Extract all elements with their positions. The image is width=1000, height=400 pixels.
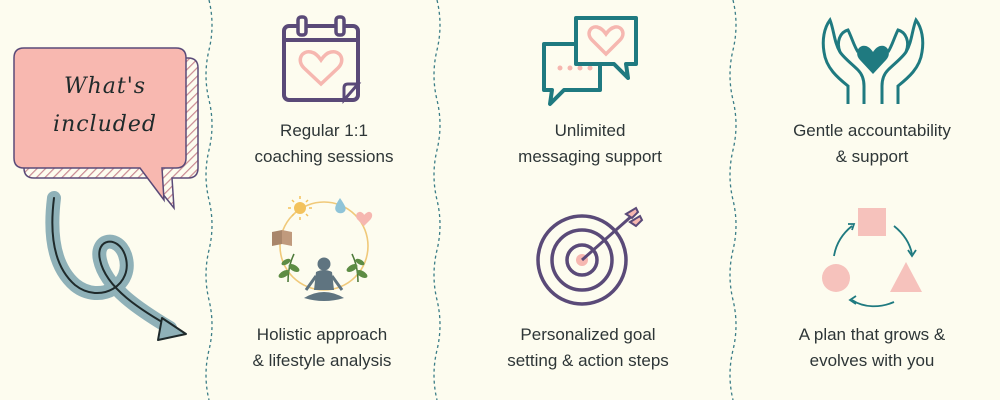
feature-caption-goal-setting: Personalized goal setting & action steps — [507, 325, 669, 370]
wavy-divider-3 — [729, 0, 737, 400]
target-arrow-icon — [536, 206, 644, 306]
curly-arrow-icon — [40, 190, 210, 360]
shapes-cycle-icon — [822, 208, 922, 308]
chat-bubbles-heart-icon — [542, 16, 638, 106]
feature-caption-plan: A plan that grows & evolves with you — [798, 325, 946, 370]
wavy-divider-2 — [433, 0, 441, 400]
bubble-title: What's included — [30, 68, 180, 144]
hands-heart-icon — [821, 16, 925, 104]
wavy-divider-1 — [205, 0, 213, 400]
bubble-title-line2: included — [53, 112, 157, 137]
whats-included-bubble: What's included — [12, 40, 212, 220]
feature-caption-holistic: Holistic approach & lifestyle analysis — [252, 325, 392, 370]
feature-caption-coaching: Regular 1:1 coaching sessions — [254, 121, 394, 166]
calendar-heart-icon — [282, 15, 362, 104]
feature-caption-accountability: Gentle accountability & support — [793, 121, 951, 166]
meditation-wheel-icon — [272, 196, 373, 301]
bubble-title-line1: What's — [63, 74, 147, 99]
speech-bubble-icon — [13, 47, 199, 211]
feature-caption-messaging: Unlimited messaging support — [518, 121, 662, 166]
